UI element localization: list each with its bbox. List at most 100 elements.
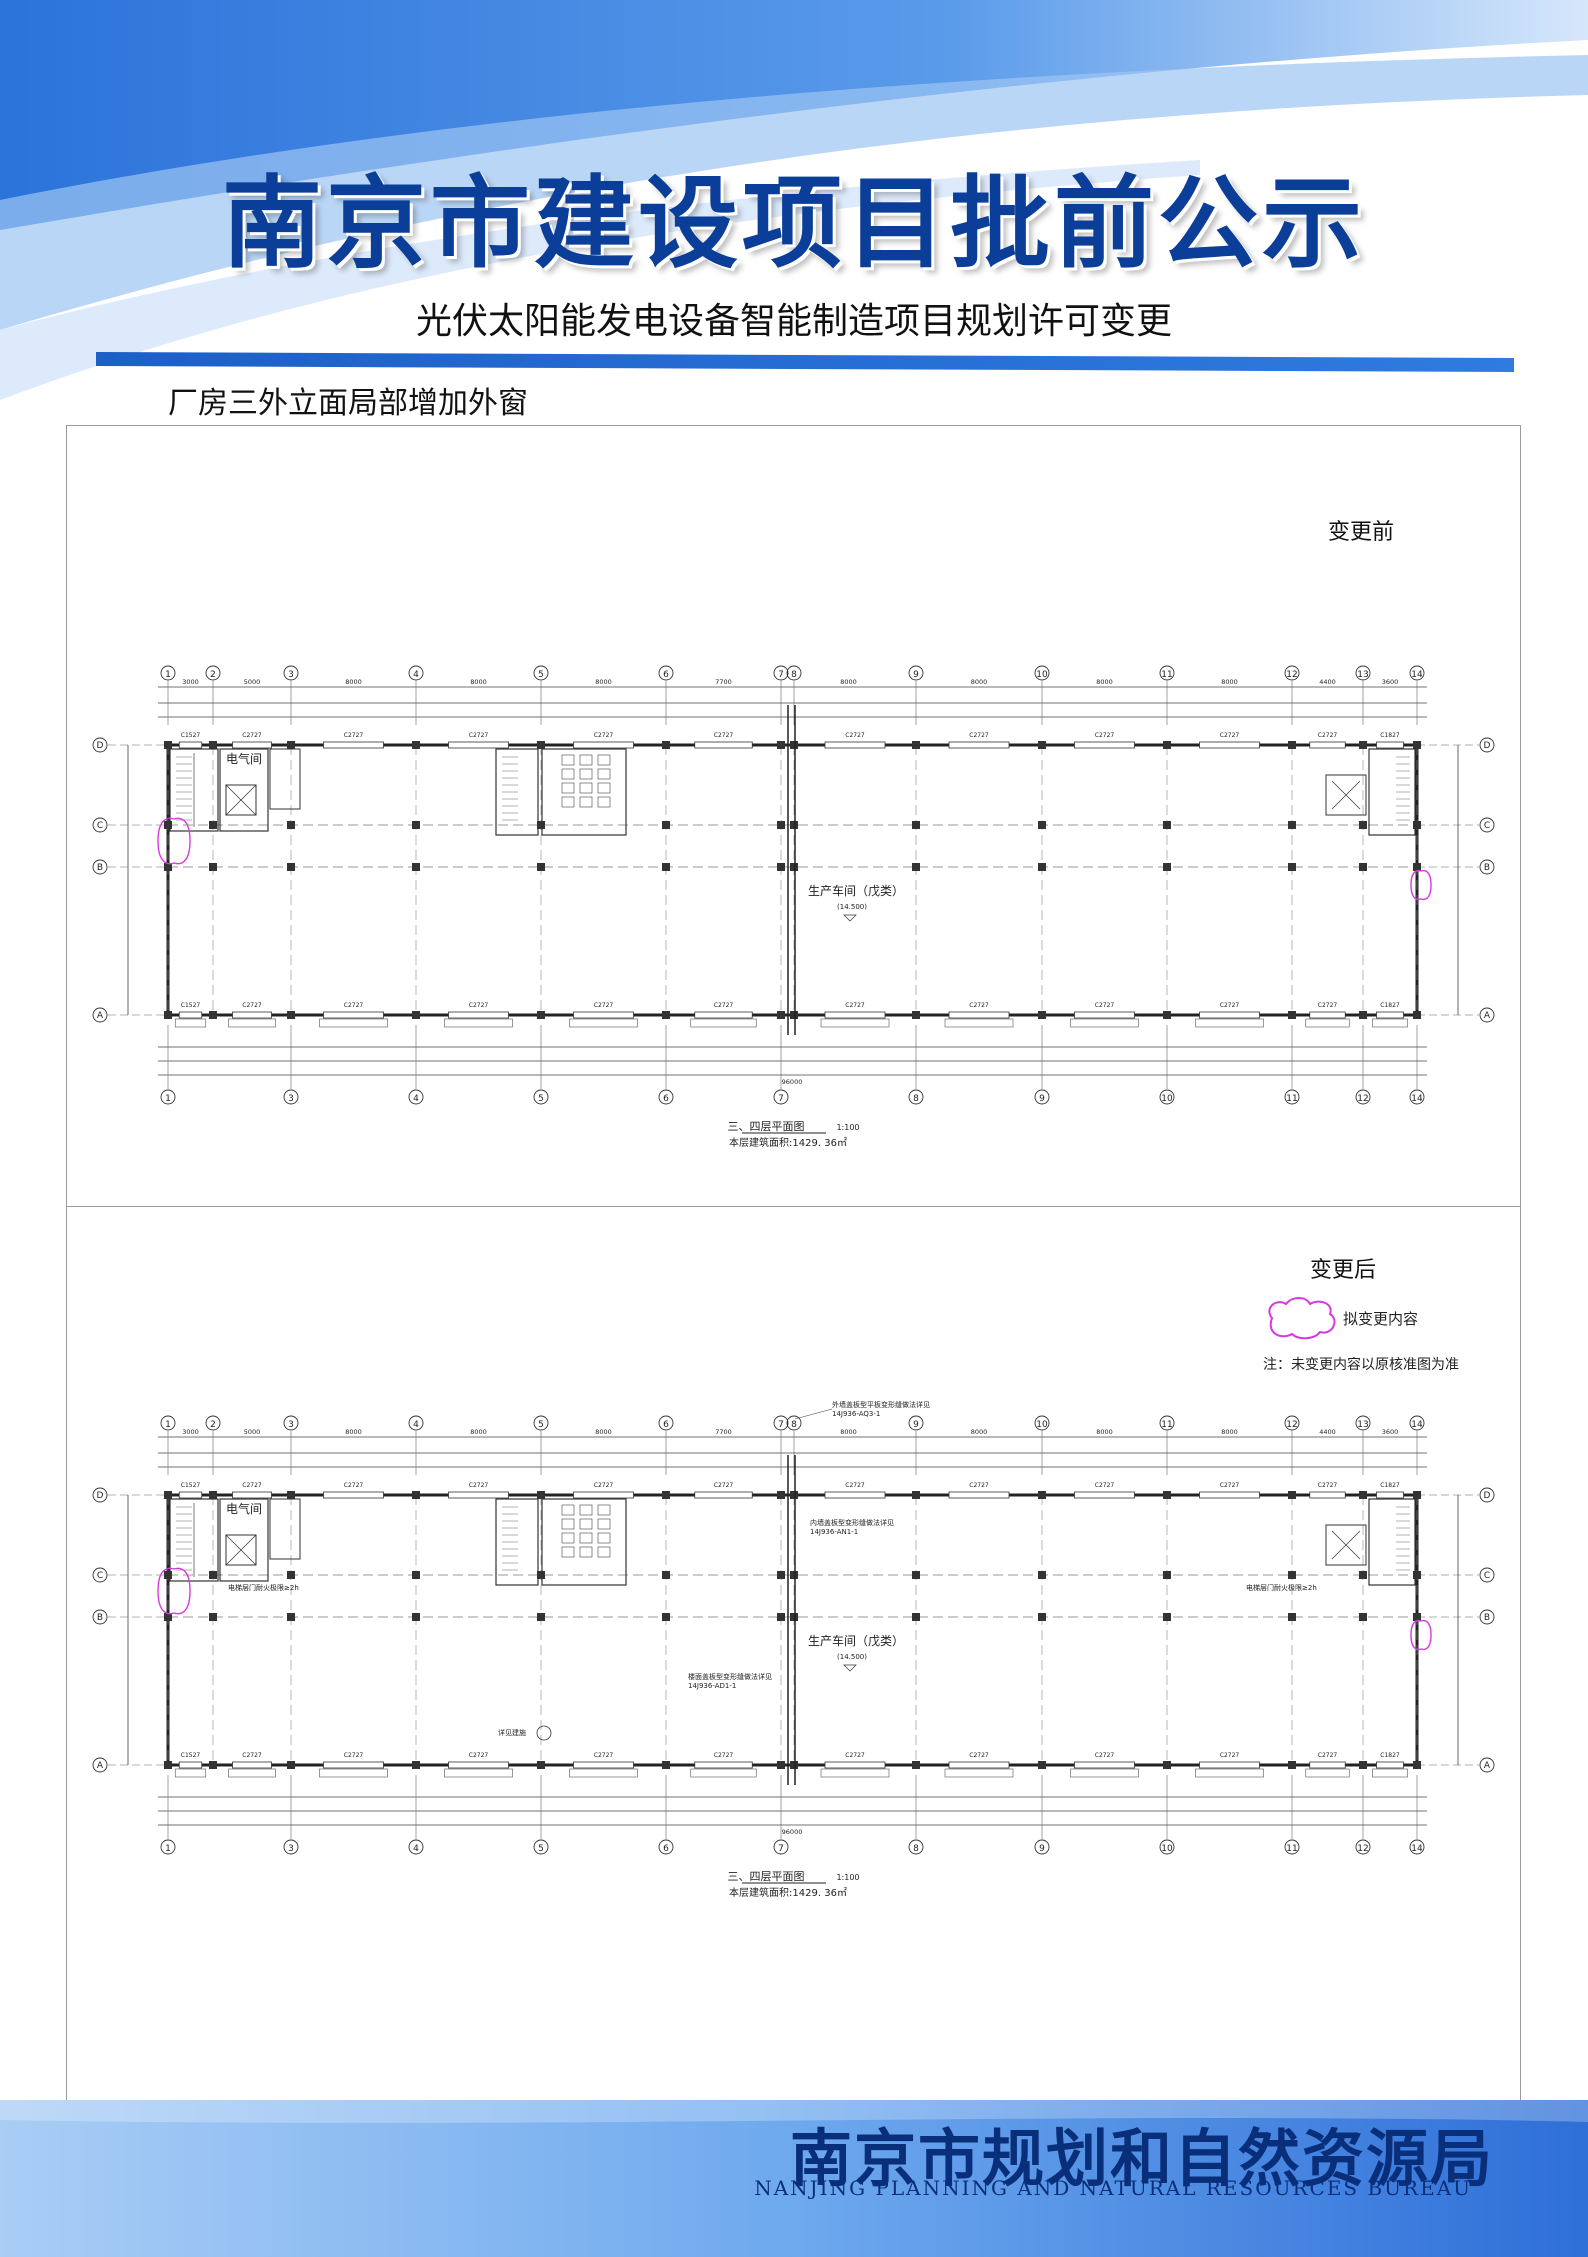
axis-label: 9 [1039, 1844, 1045, 1854]
structural-column [1288, 1491, 1296, 1499]
axis-label: D [97, 741, 104, 751]
structural-column [790, 741, 798, 749]
window-code: C2727 [1095, 1482, 1115, 1489]
dimension-text: 8000 [971, 1428, 988, 1436]
window [1199, 1011, 1260, 1019]
dimension-text: 7700 [715, 678, 732, 686]
window-code: C1527 [181, 1752, 201, 1759]
structural-column [287, 741, 295, 749]
window-code: C2727 [1318, 1482, 1338, 1489]
structural-column [1163, 863, 1171, 871]
toilet-fixture [561, 1546, 575, 1558]
structural-column [1359, 1613, 1367, 1621]
dimension-text: 8000 [1096, 678, 1113, 686]
structural-column [790, 1011, 798, 1019]
detail-bubble [536, 1725, 552, 1741]
axis-bubble [1479, 817, 1495, 833]
window-code: C2727 [1318, 732, 1338, 739]
axis-bubble [283, 1839, 299, 1855]
window-code: C2727 [594, 732, 614, 739]
window [178, 1761, 203, 1769]
window-code: C2727 [969, 732, 989, 739]
axis-bubble [1284, 665, 1300, 681]
stair-core [169, 1498, 219, 1582]
axis-label: 3 [288, 1094, 294, 1104]
window [1199, 741, 1260, 749]
level-symbol [843, 1664, 857, 1672]
window [1074, 741, 1135, 749]
window-code: C2727 [594, 1002, 614, 1009]
toilet-fixture [597, 754, 611, 766]
structural-column [287, 1571, 295, 1579]
window [323, 1011, 384, 1019]
structural-column [164, 1011, 172, 1019]
window-code: C2727 [1318, 1002, 1338, 1009]
axis-bubble [1409, 665, 1425, 681]
axis-label: D [97, 1491, 104, 1501]
agency-name-en: NANJING PLANNING AND NATURAL RESOURCES B… [754, 2176, 1472, 2200]
structural-column [1413, 863, 1421, 871]
axis-bubble [1355, 1839, 1371, 1855]
window-code: C2727 [242, 1002, 262, 1009]
axis-label: 1 [165, 1420, 171, 1430]
after-label: 变更后 [1310, 1258, 1377, 1283]
axis-bubble [1159, 665, 1175, 681]
structural-column [287, 821, 295, 829]
structural-column [1413, 1011, 1421, 1019]
before-label: 变更前 [1328, 520, 1395, 545]
structural-column [164, 1491, 172, 1499]
structural-column [1163, 741, 1171, 749]
structural-column [209, 1613, 217, 1621]
structural-column [412, 1491, 420, 1499]
axis-bubble [1355, 665, 1371, 681]
axis-bubble [1284, 1839, 1300, 1855]
toilet-fixture [561, 754, 575, 766]
structural-column [777, 1491, 785, 1499]
axis-bubble [908, 665, 924, 681]
structural-column [1288, 741, 1296, 749]
structural-column [209, 863, 217, 871]
window-code: C1527 [181, 1482, 201, 1489]
structural-column [1359, 1011, 1367, 1019]
structural-column [1359, 1761, 1367, 1769]
axis-label: 1 [165, 1844, 171, 1854]
axis-bubble [1355, 1089, 1371, 1105]
revision-cloud-right [1410, 1619, 1432, 1651]
window [1309, 741, 1346, 749]
window [824, 1491, 886, 1499]
axis-bubble [1409, 1089, 1425, 1105]
axis-label: 6 [663, 670, 669, 680]
axis-label: 5 [538, 1420, 544, 1430]
structural-column [1038, 1011, 1046, 1019]
legend-text: 拟变更内容 [1343, 1310, 1419, 1328]
dimension-text: 4400 [1319, 1428, 1336, 1436]
structural-column [209, 1571, 217, 1579]
structural-column [912, 1491, 920, 1499]
axis-label: C [97, 821, 103, 831]
window [1074, 1761, 1135, 1769]
window [1376, 1491, 1404, 1499]
window-code: C2727 [714, 1482, 734, 1489]
axis-label: 3 [288, 1420, 294, 1430]
window-code: C2727 [469, 732, 489, 739]
window [1074, 1011, 1135, 1019]
structural-column [1163, 1761, 1171, 1769]
axis-bubble [1034, 1839, 1050, 1855]
axis-bubble [1479, 1567, 1495, 1583]
axis-bubble [1479, 859, 1495, 875]
structural-column [1163, 1613, 1171, 1621]
window [824, 741, 886, 749]
dimension-text: 8000 [470, 1428, 487, 1436]
axis-label: 9 [913, 670, 919, 680]
window [694, 1491, 753, 1499]
axis-label: 12 [1286, 1420, 1297, 1430]
dimension-text: 5000 [244, 1428, 261, 1436]
structural-column [537, 1613, 545, 1621]
stair-core [169, 748, 219, 832]
section-label: 厂房三外立面局部增加外窗 [168, 386, 528, 421]
window-code: C2727 [1220, 1482, 1240, 1489]
axis-bubble [1479, 1007, 1495, 1023]
axis-bubble [205, 665, 221, 681]
structural-column [662, 741, 670, 749]
